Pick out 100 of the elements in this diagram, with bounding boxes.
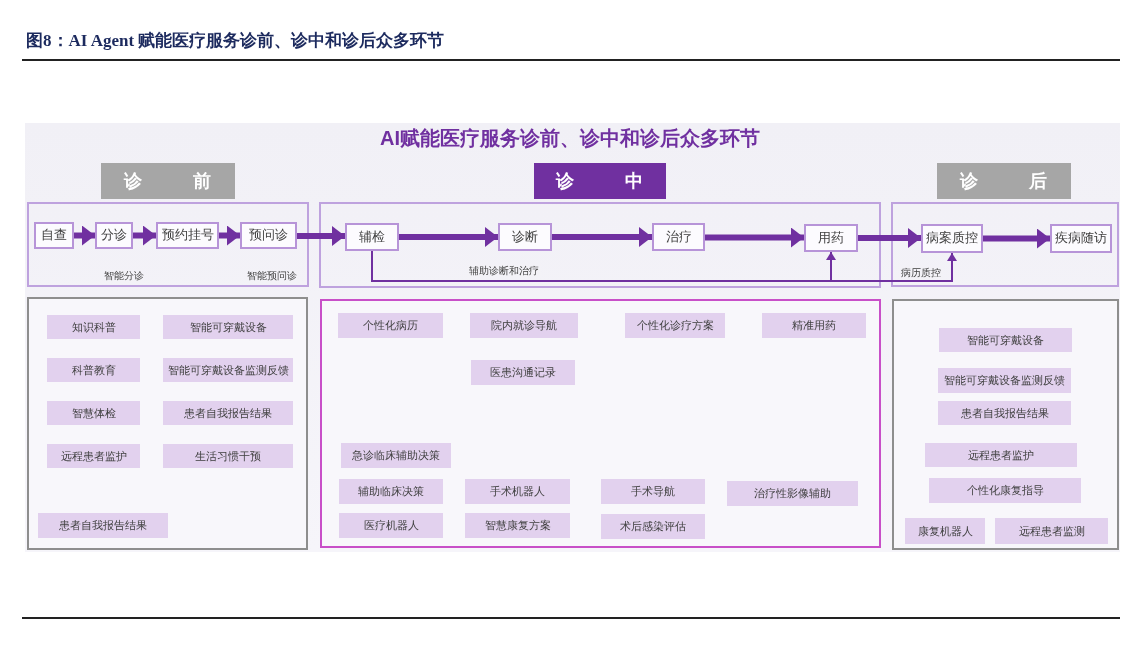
panel-frame — [891, 202, 1119, 287]
step-label: 自查 — [41, 228, 67, 243]
feature-label: 生活习惯干预 — [195, 449, 261, 463]
step-label: 预问诊 — [249, 228, 288, 243]
feature-label: 患者自我报告结果 — [960, 406, 1049, 420]
feature-box — [762, 313, 866, 338]
diagram-heading: AI赋能医疗服务诊前、诊中和诊后众多环节 — [380, 125, 760, 151]
feature-box — [47, 358, 140, 382]
panel-frame — [320, 299, 881, 548]
edge-label: 辅助诊断和治疗 — [467, 264, 541, 278]
arrow — [74, 225, 95, 246]
feature-label: 智能可穿戴设备监测反馈 — [167, 363, 289, 377]
feature-label: 知识科普 — [71, 320, 116, 334]
feature-box — [465, 513, 570, 538]
feature-label: 患者自我报告结果 — [59, 519, 147, 532]
feature-label: 辅助临床决策 — [358, 485, 424, 498]
step-box — [156, 222, 219, 249]
feature-box — [601, 479, 705, 504]
panel-frame — [319, 202, 881, 288]
feature-box — [47, 315, 140, 339]
feature-label: 手术机器人 — [490, 485, 545, 498]
panel-frame — [892, 299, 1119, 550]
feature-label: 科普教育 — [71, 363, 116, 377]
feature-label: 远程患者监护 — [60, 449, 127, 463]
feature-box — [163, 444, 293, 468]
step-label: 疾病随访 — [1055, 231, 1107, 246]
feature-label: 个性化诊疗方案 — [636, 319, 714, 332]
feature-box — [939, 328, 1072, 352]
feature-label: 医疗机器人 — [363, 519, 419, 532]
feature-box — [339, 513, 443, 538]
feature-box — [727, 481, 858, 506]
step-box — [345, 223, 399, 251]
step-box — [498, 223, 552, 251]
feature-box — [163, 401, 293, 425]
feature-box — [905, 518, 985, 544]
step-box — [921, 224, 983, 253]
step-label: 病案质控 — [926, 231, 978, 246]
feature-label: 治疗性影像辅助 — [754, 487, 831, 500]
edge-label: 病历质控 — [899, 266, 943, 280]
arrow — [219, 225, 240, 246]
feature-label: 个性化康复指导 — [966, 484, 1044, 497]
feature-box — [925, 443, 1077, 467]
feature-box — [47, 401, 140, 425]
feature-label: 智能可穿戴设备监测反馈 — [944, 374, 1065, 387]
feature-box — [625, 313, 725, 338]
feature-label: 智能可穿戴设备 — [967, 333, 1044, 347]
phase-label: 诊 中 — [556, 170, 644, 192]
feature-label: 远程患者监测 — [1018, 524, 1085, 538]
feature-box — [163, 315, 293, 339]
arrow — [705, 227, 804, 248]
feature-label: 术后感染评估 — [620, 520, 686, 533]
caption-label: 智能预问诊 — [247, 269, 297, 283]
feature-box — [339, 479, 443, 504]
step-label: 用药 — [818, 230, 844, 246]
step-box — [240, 222, 297, 249]
feature-label: 精准用药 — [792, 319, 836, 332]
feature-box — [995, 518, 1108, 544]
arrow — [133, 225, 156, 246]
step-box — [1050, 224, 1112, 253]
feature-label: 远程患者监护 — [968, 448, 1034, 462]
feature-label: 康复机器人 — [917, 524, 973, 538]
step-box — [34, 222, 74, 249]
feature-box — [341, 443, 451, 468]
phase-label: 诊 前 — [124, 170, 212, 192]
feature-label: 急诊临床辅助决策 — [352, 449, 440, 462]
feature-box — [38, 513, 168, 538]
phase-header — [937, 163, 1071, 199]
step-box — [652, 223, 705, 251]
feature-label: 智慧体检 — [71, 406, 116, 420]
feature-box — [470, 313, 578, 338]
feature-label: 智慧康复方案 — [484, 519, 551, 532]
caption-label: 智能分诊 — [104, 269, 144, 283]
arrow — [297, 226, 345, 246]
feature-label: 院内就诊导航 — [491, 319, 557, 332]
phase-label: 诊 后 — [960, 170, 1048, 192]
panel-frame — [27, 202, 309, 287]
step-label: 诊断 — [512, 229, 538, 245]
arrow — [399, 227, 498, 247]
feature-box — [465, 479, 570, 504]
phase-header — [101, 163, 235, 199]
feature-label: 个性化病历 — [363, 319, 418, 332]
phase-header — [534, 163, 666, 199]
feature-box — [938, 401, 1071, 425]
feature-box — [471, 360, 575, 385]
step-label: 分诊 — [101, 228, 127, 243]
feature-label: 患者自我报告结果 — [184, 406, 272, 420]
feature-box — [929, 478, 1081, 503]
feature-label: 手术导航 — [631, 485, 675, 498]
step-label: 预约挂号 — [161, 228, 214, 243]
feature-box — [338, 313, 443, 338]
figure-title: 图8：AI Agent 赋能医疗服务诊前、诊中和诊后众多环节 — [26, 30, 445, 52]
step-box — [804, 224, 858, 252]
arrow — [552, 227, 652, 247]
arrow — [858, 228, 921, 248]
feature-box — [47, 444, 140, 468]
feature-box — [601, 514, 705, 539]
feature-box — [938, 368, 1071, 393]
arrow — [983, 228, 1050, 249]
step-label: 辅检 — [359, 229, 385, 245]
step-label: 治疗 — [665, 229, 692, 245]
